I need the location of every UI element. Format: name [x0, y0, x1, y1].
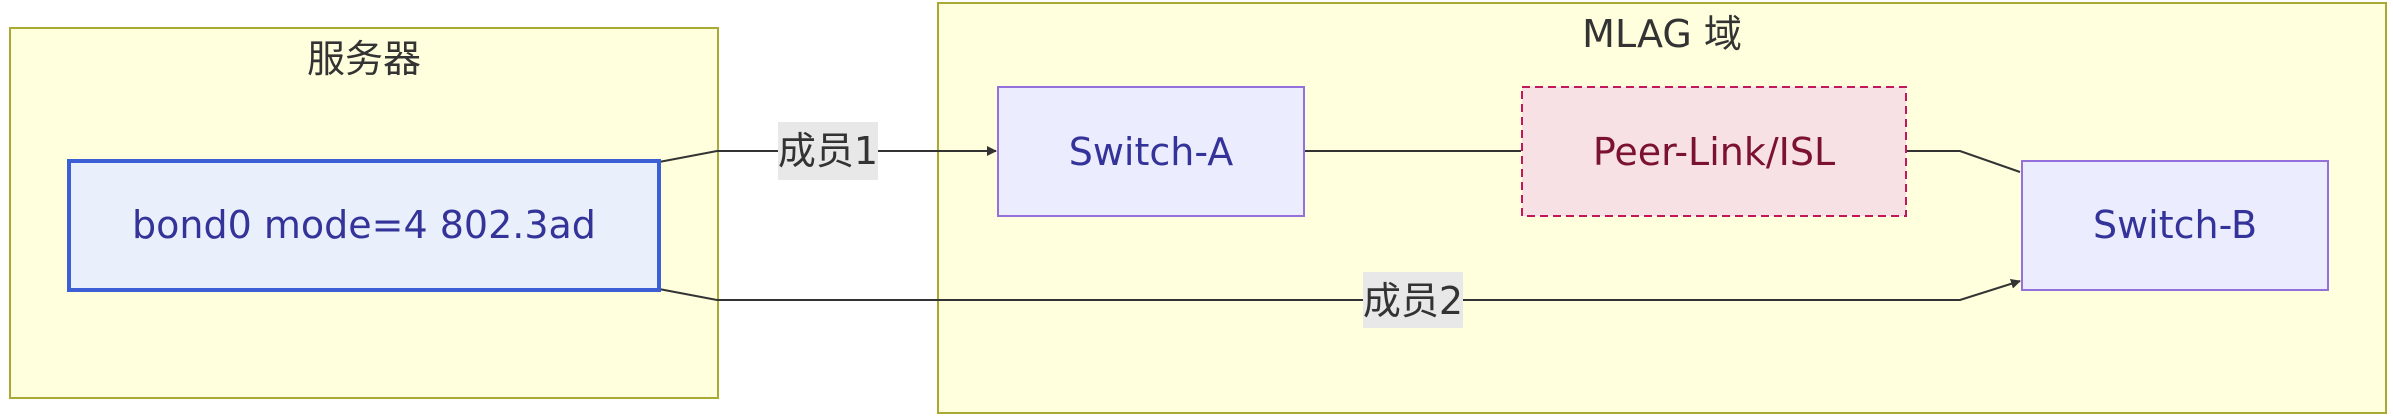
edge-label-member1-text: 成员1 [778, 129, 878, 173]
edge-label-member2-text: 成员2 [1363, 279, 1463, 323]
node-switch-a: Switch-A [997, 86, 1305, 217]
node-bond0-box [67, 159, 661, 292]
edge-peer-link-b [1906, 150, 2021, 173]
edge-member2 [658, 278, 2021, 301]
edge-label-member1-bg [778, 122, 878, 180]
node-switch-b-box [2021, 160, 2329, 291]
edge-label-member2-bg [1363, 272, 1463, 328]
node-peer-link: Peer-Link/ISL [1521, 86, 1907, 217]
node-switch-b: Switch-B [2021, 160, 2329, 291]
mlag-cluster-title: MLAG 域 [1582, 12, 1742, 56]
node-peer-link-box [1521, 86, 1907, 217]
edges [658, 146, 2021, 301]
edge-label-member2: 成员2 [1363, 272, 1463, 328]
edge-label-member1: 成员1 [778, 122, 878, 180]
node-switch-a-box [997, 86, 1305, 217]
node-switch-a-label: Switch-A [1069, 130, 1234, 174]
node-bond0-label: bond0 mode=4 802.3ad [132, 203, 596, 247]
node-peer-link-label: Peer-Link/ISL [1593, 130, 1835, 174]
node-switch-b-label: Switch-B [2093, 203, 2257, 247]
server-cluster-title: 服务器 [307, 37, 421, 81]
node-bond0: bond0 mode=4 802.3ad [67, 159, 661, 292]
edge-member1 [658, 146, 997, 163]
